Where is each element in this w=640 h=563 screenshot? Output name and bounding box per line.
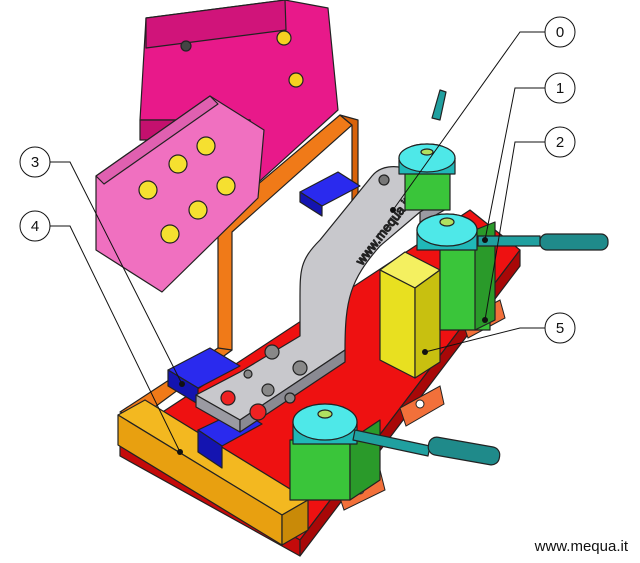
callout-leaders: [45, 31, 545, 453]
callout-3-label: 3: [31, 154, 39, 171]
toggle-clamps: [289, 89, 609, 501]
swing-plate: [95, 0, 339, 293]
site-credit: www.mequa.it: [534, 538, 628, 555]
callout-dots: [177, 207, 488, 455]
callout-1-label: 1: [556, 80, 564, 97]
callout-1: 1: [544, 72, 576, 104]
yellow-stop-block: [379, 251, 441, 379]
callout-0: 0: [544, 16, 576, 48]
callout-2-label: 2: [556, 134, 564, 151]
callout-5: 5: [544, 312, 576, 344]
callout-0-label: 0: [556, 24, 564, 41]
callout-3: 3: [19, 146, 51, 178]
callout-5-label: 5: [556, 320, 564, 337]
callout-4-label: 4: [31, 218, 39, 235]
callout-4: 4: [19, 210, 51, 242]
hole-pattern: [138, 136, 236, 244]
callout-2: 2: [544, 126, 576, 158]
